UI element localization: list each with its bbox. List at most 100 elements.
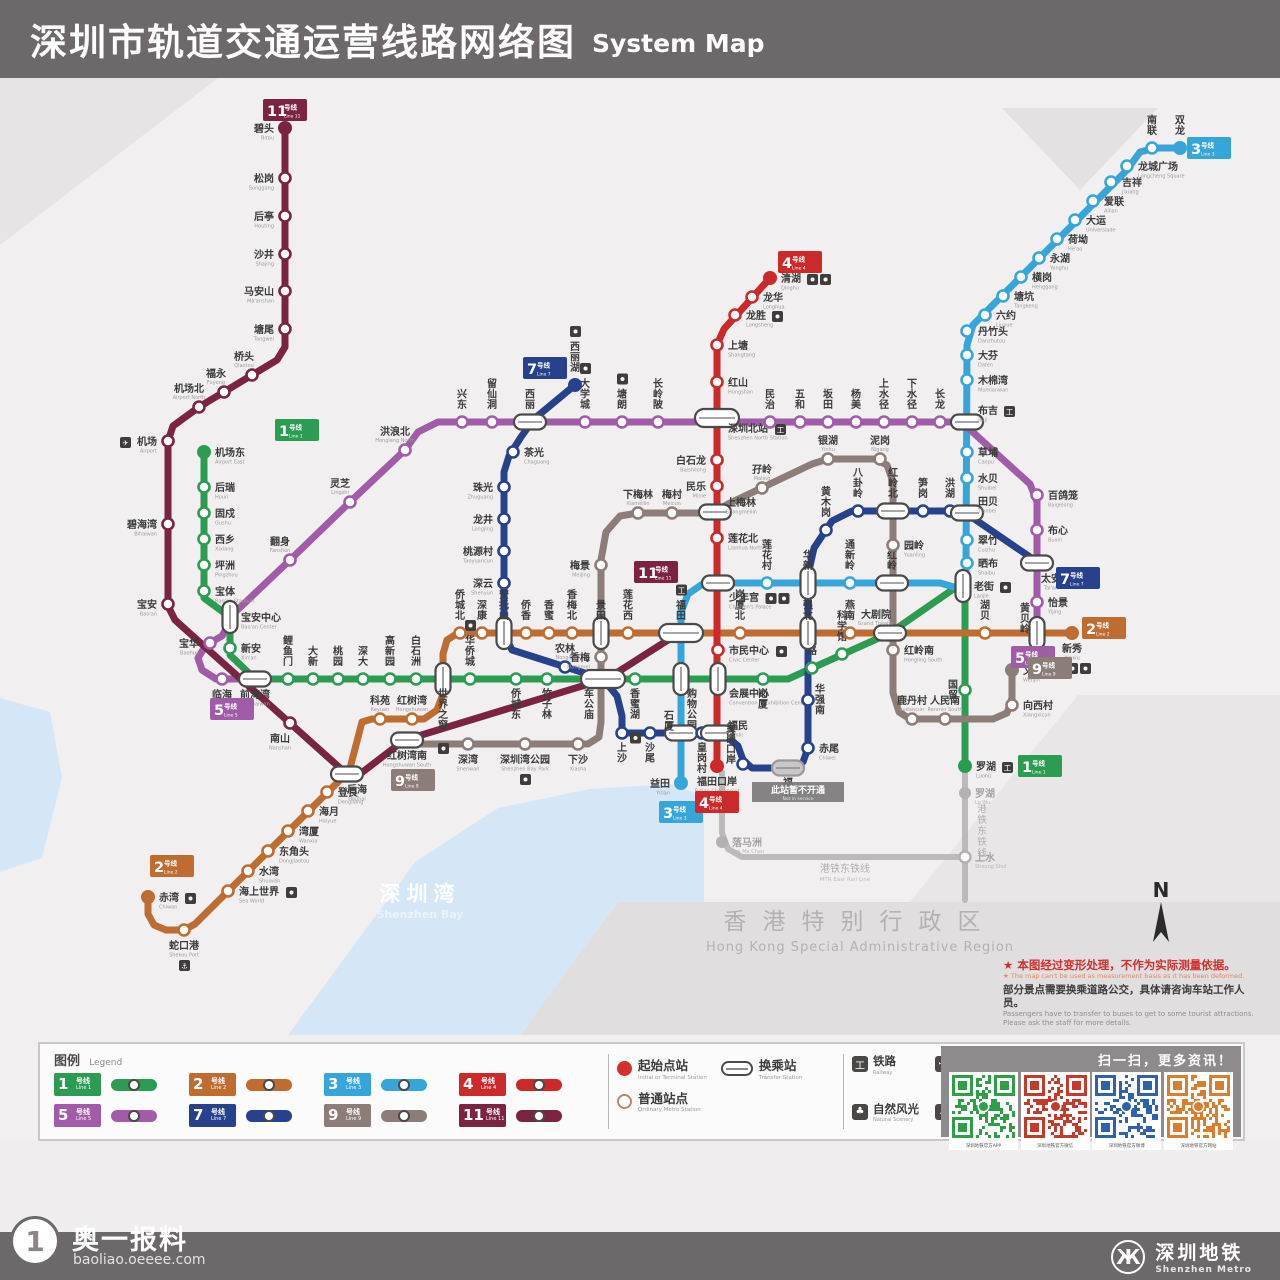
station-zh: 上 — [617, 741, 627, 754]
station-zh: 民乐 — [686, 480, 706, 493]
station-dot — [821, 415, 835, 429]
station-en: Nonglin — [555, 655, 574, 661]
station-zh: 村 — [762, 559, 772, 572]
station-en: Airport East — [215, 460, 245, 466]
station-zh: 水 — [878, 388, 890, 401]
station-zh: 香 — [544, 599, 554, 612]
station-zh: 香 — [521, 609, 531, 622]
station-zh: 红 — [888, 466, 898, 479]
station-zh: 下沙 — [568, 754, 588, 766]
station-zh: 大运 — [1086, 214, 1106, 227]
station-dot — [283, 716, 297, 730]
station-shangsha: 上沙 — [615, 726, 629, 765]
qr-image — [1023, 1075, 1087, 1138]
station-en: Shekou Port — [169, 953, 199, 959]
mtr-station-en: Sheung Shui — [975, 864, 1006, 870]
station-en: Baohua — [180, 651, 199, 657]
station-en: Buxin — [1048, 538, 1062, 544]
station-zh: 岭 — [853, 487, 863, 500]
transfer-symbol — [720, 1061, 753, 1076]
station-zh: 联 — [1147, 124, 1157, 137]
station-en: Sea World — [239, 899, 264, 905]
baoliao-url[interactable]: baoliao.oeeee.com — [73, 1252, 206, 1268]
station-zh: 龙井 — [472, 513, 493, 526]
station-zh: 香 — [567, 588, 577, 601]
station-dot — [960, 348, 974, 362]
line-badge-box — [634, 561, 678, 583]
station-zh: 木棉湾 — [977, 374, 1008, 387]
station-zh: 农林 — [554, 642, 576, 655]
terminal-dot — [197, 445, 211, 459]
station-zh: 翠竹 — [978, 534, 998, 547]
station-en: Shuiwan — [259, 879, 280, 885]
station-en: Wanxia — [299, 839, 317, 845]
station-dot — [933, 415, 947, 429]
ship-icon-glyph: ⚓ — [181, 962, 188, 971]
line-badge-hao: 号线 — [709, 795, 723, 804]
mtr-label-zh: 港铁东铁线 — [820, 862, 870, 875]
station-dot — [558, 660, 572, 674]
station-en: Jixiang — [1121, 190, 1139, 196]
station-dot — [278, 209, 292, 223]
station-dot — [223, 641, 237, 655]
station-zh: 香梅 — [570, 651, 590, 664]
station-zh: 笋 — [918, 477, 928, 490]
station-zh: 美 — [851, 398, 862, 411]
station-zh: 大 — [358, 655, 368, 668]
station-zh: 红岭南 — [904, 644, 934, 657]
station-zh: 鲤 — [282, 634, 293, 647]
station-dot — [960, 556, 974, 570]
station-en: Meicun — [663, 501, 681, 507]
station-dot — [1120, 159, 1134, 173]
station-zh: 仙 — [487, 388, 497, 401]
station-zh: 南 — [845, 609, 855, 622]
station-en: Chaguang — [524, 460, 549, 466]
generic-icon-dot — [769, 596, 773, 601]
station-zh: 洪浪北 — [380, 425, 410, 438]
station-en: Xiangmei — [566, 665, 590, 671]
station-en: Shuibei — [978, 486, 997, 492]
generic-icon-dot — [468, 623, 473, 628]
metro-name-zh: 深圳地铁 — [1155, 1242, 1244, 1264]
station-zh: 塘坑 — [1014, 290, 1034, 303]
line-badge-en: Line 2 — [1096, 632, 1110, 638]
mtr-station-dot — [958, 850, 972, 864]
line-badge-en: Line 1 — [1032, 770, 1046, 776]
natural-scenery-icon: ♣ — [852, 1103, 868, 1120]
station-zh: 桃 — [333, 645, 343, 658]
station-zh: 沙 — [617, 753, 627, 765]
station-dot — [453, 626, 467, 640]
station-dot — [1032, 251, 1046, 265]
station-dot — [733, 626, 747, 640]
mtr-label-zh: 东 — [977, 825, 987, 837]
line-badge-box — [1056, 567, 1100, 589]
station-zh: 高 — [385, 634, 395, 647]
station-en: Yitian — [655, 791, 670, 797]
station-xiangmi: 香蜜 — [542, 599, 556, 640]
station-zh: 石 — [663, 710, 674, 722]
station-hongling: 红岭 — [874, 549, 910, 592]
station-dot — [1030, 595, 1044, 609]
station-zh: 车 — [584, 687, 594, 700]
rail-icon — [1004, 406, 1015, 417]
station-dot — [278, 322, 292, 336]
station-zh: 托 — [499, 599, 509, 612]
station-zh: 庙 — [584, 708, 594, 721]
station-en: Honglang North — [375, 438, 415, 444]
station-zh: 桥头 — [234, 350, 254, 363]
